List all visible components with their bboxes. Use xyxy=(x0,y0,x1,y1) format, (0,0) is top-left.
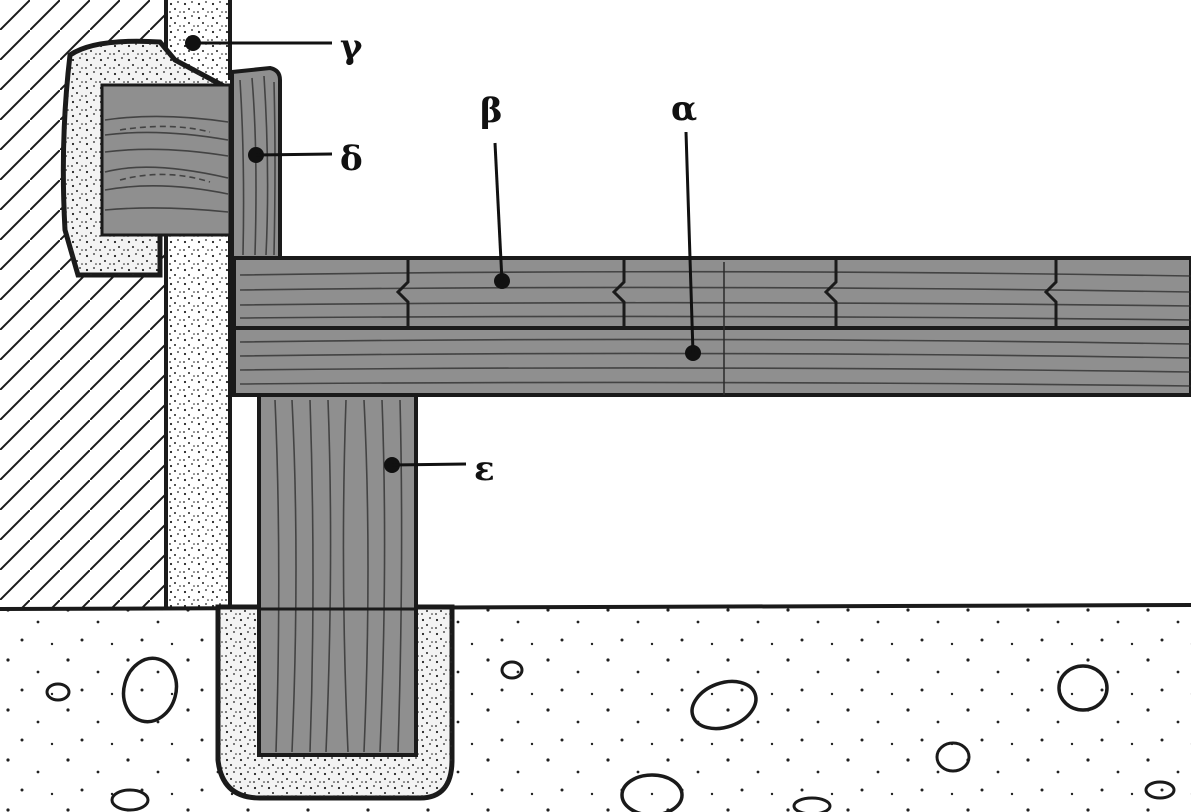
support-post xyxy=(257,393,418,757)
label-epsilon-text: ε xyxy=(474,449,495,489)
label-beta: β xyxy=(480,91,510,289)
wall-plate xyxy=(100,83,232,237)
label-gamma: γ xyxy=(185,27,363,67)
label-alpha-text: α xyxy=(671,89,697,129)
floor-joist xyxy=(232,262,1191,397)
ground xyxy=(0,603,1191,812)
label-delta-text: δ xyxy=(340,139,363,179)
label-delta: δ xyxy=(248,139,363,179)
label-alpha: α xyxy=(671,89,701,361)
label-gamma-text: γ xyxy=(340,27,363,67)
label-beta-text: β xyxy=(480,91,503,131)
floor-boards xyxy=(232,256,1191,330)
label-epsilon: ε xyxy=(384,449,495,489)
